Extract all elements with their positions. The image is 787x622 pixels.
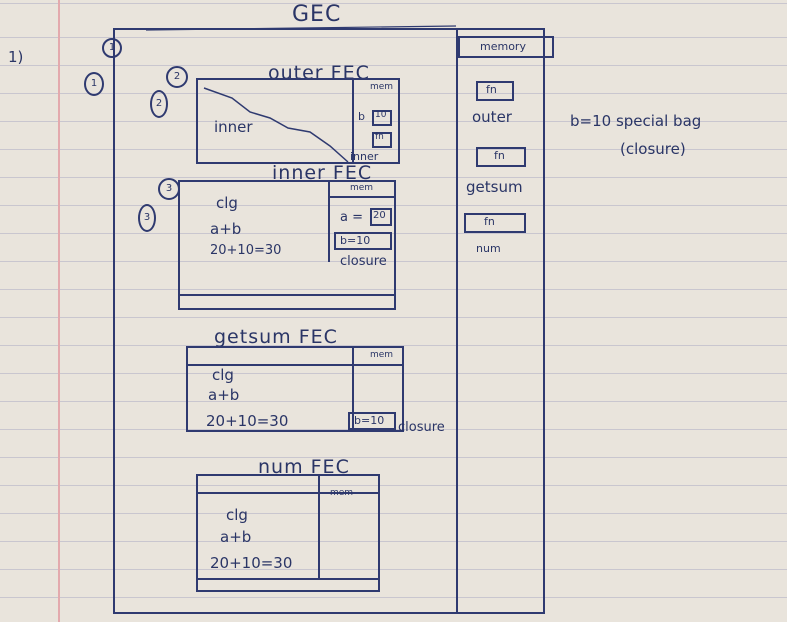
getsum-fec-closure: closure bbox=[398, 420, 445, 435]
inner-fec-mem-a-box bbox=[370, 208, 392, 226]
outer-fec-mem-b: b bbox=[358, 110, 365, 123]
note-special-bag: b=10 special bag bbox=[570, 112, 702, 130]
gec-mem-getsum-fn-box bbox=[476, 147, 526, 167]
gec-mem-outer-name: outer bbox=[472, 108, 512, 126]
gec-box-top-line bbox=[145, 25, 457, 31]
inner-fec-bottom-line bbox=[178, 294, 396, 296]
row-number: 1) bbox=[8, 48, 24, 66]
marker-circle-outer-b: 2 bbox=[150, 90, 168, 118]
outer-fec-box bbox=[196, 78, 400, 164]
outer-fec-mem-fn-name: inner bbox=[350, 150, 379, 163]
marker-circle-1: 1 bbox=[102, 38, 122, 58]
getsum-fec-mem-divider bbox=[352, 346, 354, 432]
gec-mem-getsum-name: getsum bbox=[466, 178, 523, 196]
inner-fec-mem-a-val: 20 bbox=[373, 210, 386, 221]
num-fec-mem-label: mem bbox=[330, 488, 354, 498]
num-fec-line-3: 20+10=30 bbox=[210, 554, 293, 572]
getsum-fec-header-line bbox=[188, 364, 402, 366]
note-closure: (closure) bbox=[620, 140, 686, 158]
getsum-fec-line-1: clg bbox=[212, 366, 234, 384]
inner-fec-mem-label: mem bbox=[350, 183, 374, 193]
outer-fec-mem-label: mem bbox=[370, 82, 394, 92]
gec-mem-outer-fn-box bbox=[476, 81, 514, 101]
gec-box bbox=[113, 28, 545, 614]
gec-title: GEC bbox=[292, 2, 342, 27]
inner-fec-line-3: 20+10=30 bbox=[210, 243, 282, 258]
outer-fec-mem-divider bbox=[352, 78, 354, 164]
gec-memory-header bbox=[458, 36, 554, 58]
margin-line bbox=[58, 0, 60, 622]
inner-fec-mem-b-box bbox=[334, 232, 392, 250]
outer-fec-mem-b-box bbox=[372, 110, 392, 126]
num-fec-header-line bbox=[198, 492, 378, 494]
marker-circle-outer: 2 bbox=[166, 66, 188, 88]
gec-memory-label: memory bbox=[480, 40, 526, 53]
gec-mem-num-name: num bbox=[476, 242, 501, 255]
inner-fec-mem-b: b=10 bbox=[340, 234, 371, 247]
inner-fec-mem-header-line bbox=[330, 196, 396, 198]
inner-fec-mem-divider bbox=[328, 180, 330, 262]
inner-fec-line-1: clg bbox=[216, 194, 238, 212]
getsum-fec-box bbox=[186, 346, 404, 432]
inner-fec-box bbox=[178, 180, 396, 310]
getsum-fec-closure-box bbox=[348, 412, 396, 430]
getsum-fec-title: getsum FEC bbox=[214, 326, 338, 348]
gec-mem-num-fn: fn bbox=[484, 215, 495, 228]
marker-circle-gec-2: 1 bbox=[84, 72, 104, 96]
outer-fec-mem-fn: fn bbox=[375, 132, 384, 142]
gec-memory-divider bbox=[456, 28, 458, 614]
num-fec-box bbox=[196, 474, 380, 592]
inner-fec-title: inner FEC bbox=[272, 162, 373, 184]
marker-circle-inner-b: 3 bbox=[138, 204, 156, 232]
outer-fec-mem-b-val: 10 bbox=[375, 110, 387, 120]
num-fec-line-1: clg bbox=[226, 506, 248, 524]
num-fec-title: num FEC bbox=[258, 456, 350, 478]
inner-fec-closure: closure bbox=[340, 254, 387, 269]
gec-mem-getsum-fn: fn bbox=[494, 149, 505, 162]
outer-fec-mem-fn-box bbox=[372, 132, 392, 148]
inner-fec-line-2: a+b bbox=[210, 220, 242, 238]
getsum-fec-mem-label: mem bbox=[370, 350, 394, 360]
inner-fec-mem-a: a = bbox=[340, 210, 363, 225]
num-fec-line-2: a+b bbox=[220, 528, 252, 546]
gec-mem-num-fn-box bbox=[464, 213, 526, 233]
gec-mem-outer-fn: fn bbox=[486, 83, 497, 96]
num-fec-bottom-line bbox=[198, 578, 378, 580]
num-fec-mem-divider bbox=[318, 476, 320, 578]
outer-fec-scribble bbox=[203, 87, 349, 163]
getsum-fec-line-3: 20+10=30 bbox=[206, 412, 289, 430]
outer-fec-body: inner bbox=[214, 118, 253, 136]
getsum-fec-line-2: a+b bbox=[208, 386, 240, 404]
getsum-fec-closure-val: b=10 bbox=[354, 414, 385, 427]
